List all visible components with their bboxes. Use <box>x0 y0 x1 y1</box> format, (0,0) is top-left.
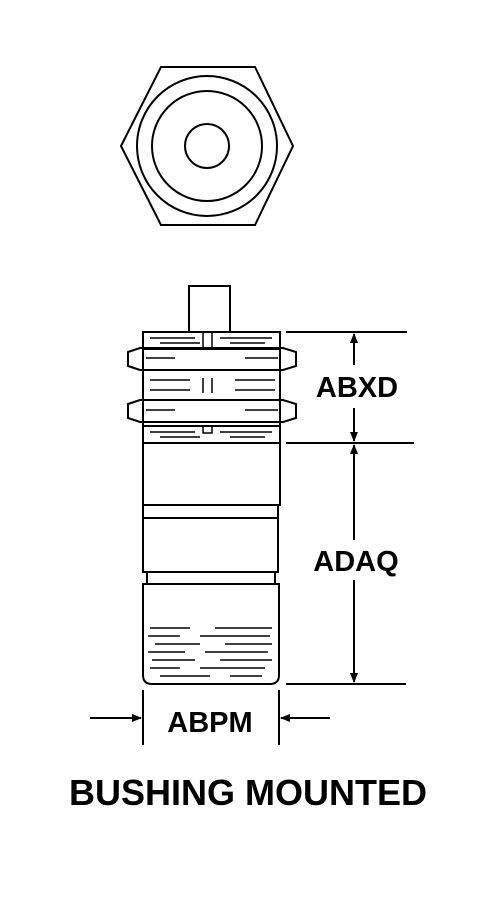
outer-ring <box>136 75 278 217</box>
upper-nut <box>127 347 297 371</box>
side-view <box>127 285 297 685</box>
barrel-tail <box>142 583 280 685</box>
inner-ring <box>151 90 263 202</box>
top-view <box>119 66 295 226</box>
hex-nut-outline <box>119 66 295 226</box>
barrel-middle <box>142 505 279 519</box>
dim-label-abpm: ABPM <box>167 707 252 739</box>
lower-nut <box>127 399 297 423</box>
tail-threads <box>148 627 272 677</box>
dimension-lines <box>90 331 414 745</box>
bushing-threads <box>146 332 278 438</box>
barrel-mid <box>142 518 279 573</box>
actuator-stub <box>188 285 231 333</box>
barrel-upper <box>142 443 281 506</box>
dim-label-abxd: ABXD <box>316 372 398 404</box>
caption: BUSHING MOUNTED <box>69 772 427 813</box>
center-hole <box>184 123 230 169</box>
barrel-neck <box>146 572 276 585</box>
dim-label-adaq: ADAQ <box>313 546 398 578</box>
